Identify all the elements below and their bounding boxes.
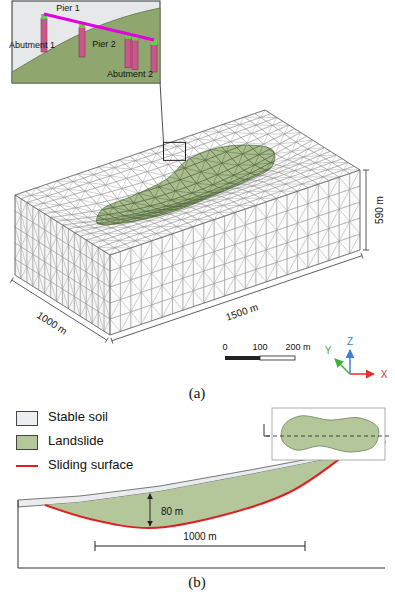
scale-label: 100 <box>252 343 267 353</box>
legend-swatch <box>16 411 38 426</box>
mesh-face <box>15 110 360 255</box>
legend-entry: Landslide <box>14 433 214 451</box>
plan-frame <box>272 408 385 460</box>
section-frame <box>18 500 385 568</box>
axis-z <box>349 350 351 374</box>
scale-bar <box>225 356 260 360</box>
section-marker <box>264 424 270 436</box>
block-edge <box>15 170 360 335</box>
axis-label: Y <box>325 345 332 356</box>
length-dimension <box>95 541 305 551</box>
dimension-line <box>10 278 108 343</box>
pier-column <box>132 40 138 70</box>
legend-text: Stable soil <box>48 410 108 424</box>
bridge-deck <box>44 14 154 40</box>
axis-label: X <box>381 369 388 380</box>
dimension-label: 590 m <box>374 196 385 224</box>
mesh-block <box>15 110 360 335</box>
plan-landslide <box>281 416 379 452</box>
legend-line-sample <box>16 465 38 467</box>
dimension-label: 1500 m <box>224 301 259 322</box>
pier-column <box>79 27 85 57</box>
dimension-label: 80 m <box>161 506 183 517</box>
dimension-label: 1000 m <box>183 531 216 542</box>
axis-y <box>335 359 350 374</box>
dimension-line <box>111 253 363 344</box>
axis-label: Z <box>347 336 353 347</box>
axis-x <box>350 373 374 375</box>
pier-column <box>125 38 131 68</box>
legend-entry: Sliding surface <box>14 457 214 475</box>
sliding-surface <box>45 455 345 528</box>
dimension-label: 1000 m <box>35 309 69 336</box>
pier-label: Pier 1 <box>56 4 80 14</box>
pier-column <box>151 44 157 72</box>
landslide-body <box>45 455 345 528</box>
scale-label: 0 <box>222 343 227 353</box>
zoom-leader <box>160 82 164 142</box>
abutment-label: Abutment 1 <box>9 41 55 51</box>
legend-text: Landslide <box>48 434 104 448</box>
dimension-line <box>363 170 369 250</box>
legend-text: Sliding surface <box>48 458 133 472</box>
legend-entry: Stable soil <box>14 409 214 427</box>
section-line <box>266 436 390 437</box>
zoom-box <box>164 142 186 160</box>
pier-label: Pier 2 <box>92 40 116 50</box>
abutment-label: Abutment 2 <box>107 70 153 80</box>
legend-swatch <box>16 435 38 450</box>
scale-bar <box>260 356 295 360</box>
scale-label: 200 m <box>285 343 310 353</box>
plan-inset <box>264 408 390 460</box>
block-edge <box>15 110 360 255</box>
mesh-lines <box>15 110 360 255</box>
panel-caption: (b) <box>188 574 206 591</box>
landslide-mesh <box>15 110 360 255</box>
thickness-dimension <box>150 494 151 526</box>
panel-caption: (a) <box>189 385 206 402</box>
